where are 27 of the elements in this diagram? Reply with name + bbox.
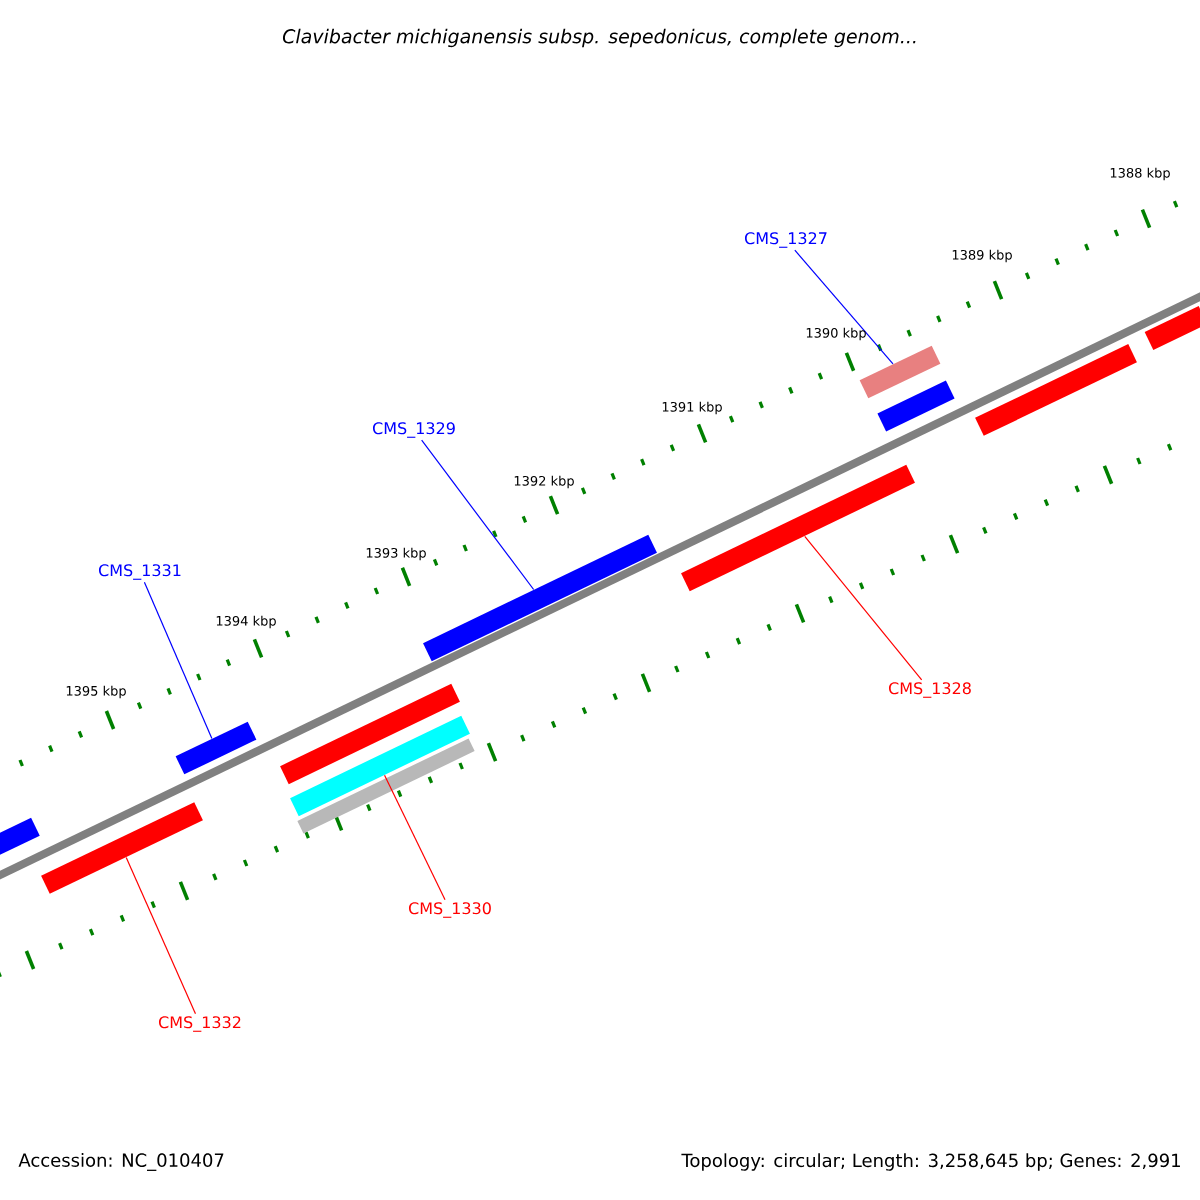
leader-line — [383, 774, 446, 901]
gene-label: CMS_1331 — [99, 564, 181, 580]
gene-bar — [1144, 305, 1200, 350]
gene-bar — [280, 683, 460, 785]
gene-label: CMS_1332 — [159, 1016, 241, 1032]
gene-label: CMS_1327 — [745, 232, 827, 248]
gene-bar — [41, 802, 203, 894]
gene-bar — [290, 715, 470, 817]
accession-label: Accession: NC_010407 — [18, 1153, 224, 1171]
gene-bar — [975, 344, 1137, 436]
genome-info-label: Topology: circular; Length: 3,258,645 bp; Genes: 2,991 — [681, 1153, 1180, 1171]
gene-bar — [423, 534, 657, 662]
gene-label: CMS_1330 — [409, 902, 491, 918]
gene-bar — [877, 380, 955, 432]
title: Clavibacter michiganensis subsp. sepedonicus, complete genom... — [282, 28, 916, 48]
gene-bar — [175, 721, 257, 775]
gene-label: CMS_1329 — [373, 422, 455, 438]
gene-bar — [681, 464, 915, 592]
leader-line — [143, 581, 213, 740]
gene-label: CMS_1328 — [889, 682, 971, 698]
gene-bar — [0, 817, 40, 859]
leader-line — [794, 249, 894, 365]
leader-line — [125, 856, 197, 1015]
leader-line — [804, 535, 923, 681]
gene-bar — [297, 738, 475, 834]
gene-bar — [859, 345, 941, 399]
leader-line — [421, 439, 535, 591]
